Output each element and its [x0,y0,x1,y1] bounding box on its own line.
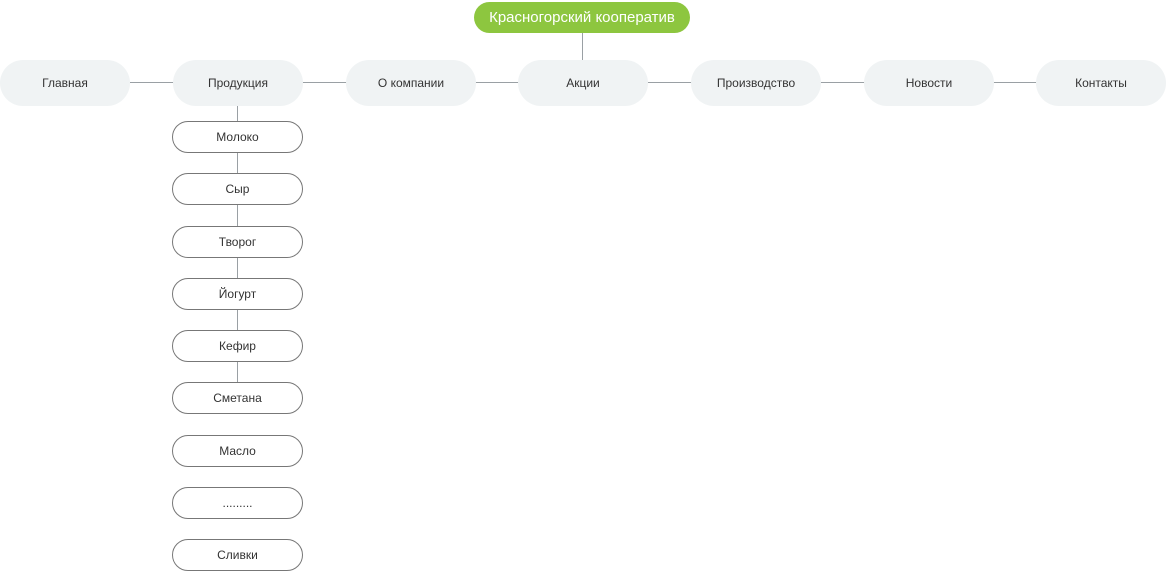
product-node-butter[interactable]: Масло [172,435,303,467]
connector [582,33,583,60]
product-node-milk[interactable]: Молоко [172,121,303,153]
nav-node-contacts[interactable]: Контакты [1036,60,1166,106]
nav-node-news[interactable]: Новости [864,60,994,106]
nav-node-about[interactable]: О компании [346,60,476,106]
product-node-sour-cream[interactable]: Сметана [172,382,303,414]
nav-node-promotions[interactable]: Акции [518,60,648,106]
product-node-kefir[interactable]: Кефир [172,330,303,362]
product-node-cheese[interactable]: Сыр [172,173,303,205]
product-node-cottage-cheese[interactable]: Творог [172,226,303,258]
product-node-more[interactable]: ......... [172,487,303,519]
root-node[interactable]: Красногорский кооператив [474,2,690,33]
nav-node-products[interactable]: Продукция [173,60,303,106]
product-node-cream[interactable]: Сливки [172,539,303,571]
product-node-yogurt[interactable]: Йогурт [172,278,303,310]
nav-node-home[interactable]: Главная [0,60,130,106]
nav-node-production[interactable]: Производство [691,60,821,106]
